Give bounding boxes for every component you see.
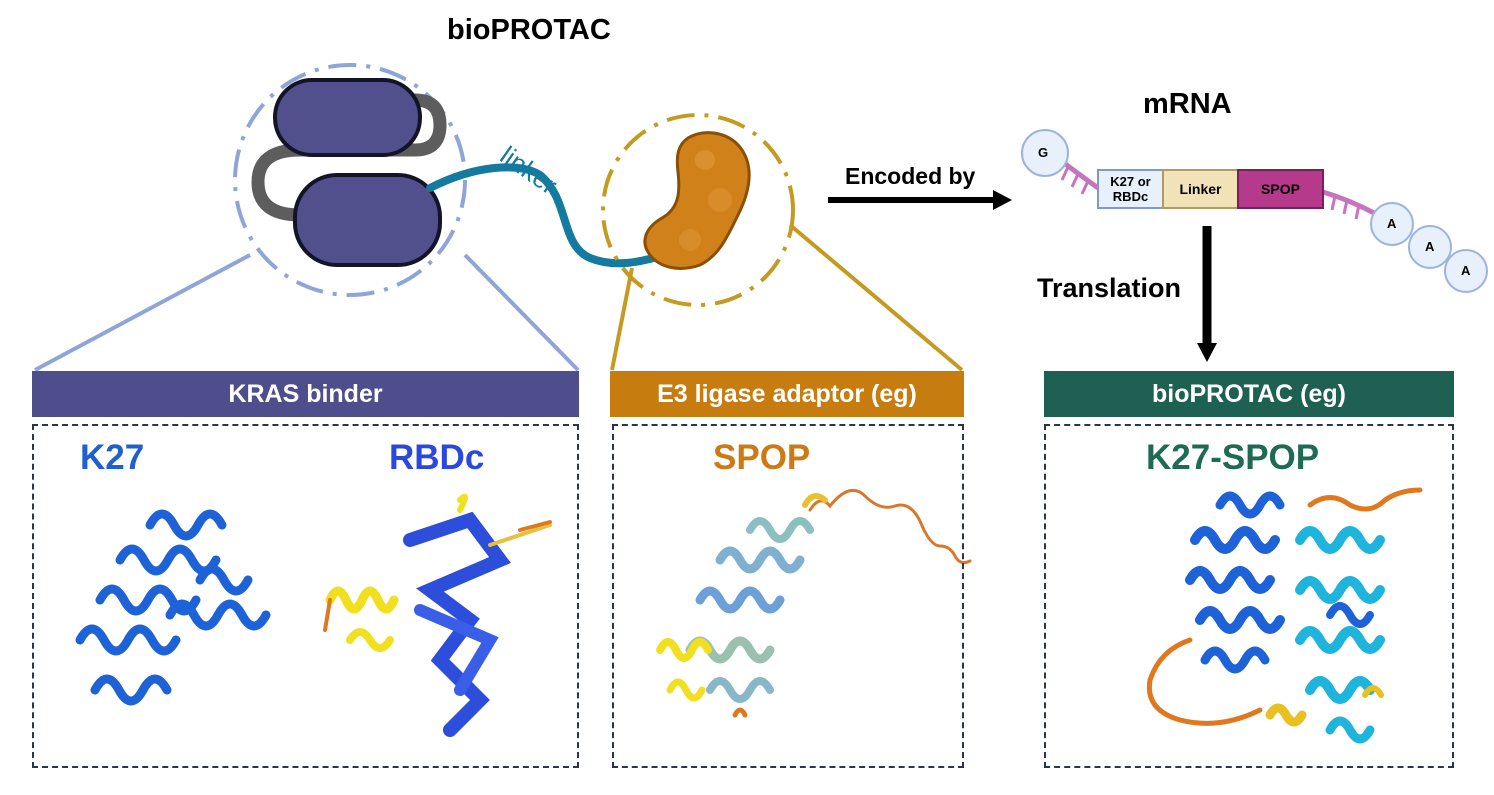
flexible-linker bbox=[426, 163, 669, 268]
e3-circle bbox=[601, 113, 795, 307]
mrna-tick bbox=[1080, 180, 1090, 195]
k27-structure-image bbox=[75, 509, 271, 706]
kras-binder-banner: KRAS binder bbox=[32, 371, 579, 417]
rbdc-structure-image bbox=[323, 493, 552, 737]
mrna-cap-label: G bbox=[1038, 145, 1049, 160]
binder-domain-bottom bbox=[293, 173, 442, 267]
e3-adaptor-panel bbox=[612, 424, 964, 768]
e3-adaptor-banner: E3 ligase adaptor (eg) bbox=[610, 371, 964, 417]
spop-label: SPOP bbox=[713, 438, 811, 477]
mrna-segment-binder bbox=[1097, 169, 1164, 209]
polya-circle bbox=[1370, 202, 1414, 246]
kras-connector-right bbox=[463, 253, 580, 372]
polya-label-3: A bbox=[1461, 263, 1471, 278]
mrna-tick bbox=[1354, 204, 1361, 220]
e3-blob-texture bbox=[679, 229, 701, 251]
polya-circle bbox=[1444, 249, 1488, 293]
mrna-tick bbox=[1342, 199, 1349, 215]
mrna-tick bbox=[1070, 173, 1080, 188]
e3-adaptor-blob bbox=[643, 131, 751, 270]
mrna-segment-spop-label: SPOP bbox=[1261, 181, 1300, 197]
mrna-tick bbox=[1330, 195, 1337, 211]
e3-connector-right bbox=[788, 223, 964, 372]
k27-label: K27 bbox=[80, 438, 145, 477]
mrna-title: mRNA bbox=[1143, 88, 1232, 120]
mrna-segment-linker bbox=[1162, 169, 1239, 209]
translation-arrow-head bbox=[1197, 343, 1217, 362]
e3-blob-texture bbox=[695, 150, 715, 170]
mrna-3prime-strand bbox=[1322, 189, 1380, 218]
encoded-arrow-head bbox=[993, 190, 1012, 210]
mrna-segment-linker-label: Linker bbox=[1179, 181, 1222, 197]
binder-domain-top bbox=[273, 78, 422, 157]
kras-connector-left bbox=[34, 253, 251, 372]
encoded-by-label: Encoded by bbox=[845, 163, 976, 189]
bioprotac-eg-panel bbox=[1044, 424, 1454, 768]
e3-connector-left bbox=[610, 267, 634, 371]
mrna-tick bbox=[1060, 166, 1070, 181]
translation-label: Translation bbox=[1037, 273, 1182, 303]
bioprotac-eg-banner: bioPROTAC (eg) bbox=[1044, 371, 1454, 417]
polya-label-2: A bbox=[1425, 239, 1435, 254]
polya-circle bbox=[1408, 225, 1452, 269]
rbdc-label: RBDc bbox=[389, 438, 485, 477]
k27-spop-structure-image bbox=[1146, 487, 1423, 744]
polya-label-1: A bbox=[1387, 216, 1397, 231]
kras-binder-panel bbox=[32, 424, 579, 768]
binder-circle bbox=[233, 63, 467, 297]
mrna-segment-spop bbox=[1237, 169, 1324, 209]
e3-blob-texture bbox=[708, 188, 732, 212]
spop-structure-image bbox=[656, 488, 972, 718]
bioprotac-title: bioPROTAC bbox=[447, 14, 611, 46]
mrna-cap-circle bbox=[1021, 129, 1069, 177]
mrna-segment-binder-label: K27 or RBDc bbox=[1110, 174, 1151, 204]
k27-spop-label: K27-SPOP bbox=[1146, 438, 1320, 477]
